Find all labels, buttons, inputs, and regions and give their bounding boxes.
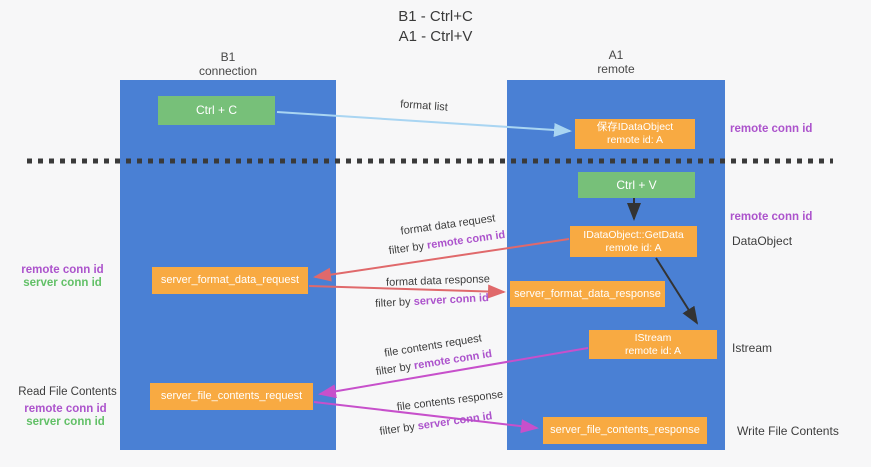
ctrl-v-node: Ctrl + V	[578, 172, 695, 198]
left-column-name: B1	[220, 50, 236, 64]
format-list-label: format list	[399, 98, 449, 114]
title-line-2: A1 - Ctrl+V	[398, 28, 473, 45]
format-data-response-filter-label: filter by server conn id	[375, 292, 489, 310]
server-file-contents-request-label: server_file_contents_request	[160, 390, 303, 402]
server-format-data-response-node: server_format_data_response	[510, 281, 665, 307]
diagram-title: B1 - Ctrl+C A1 - Ctrl+V	[0, 7, 871, 47]
server-conn-id-text: server conn id	[413, 292, 490, 308]
server-file-contents-response-label: server_file_contents_response	[550, 424, 700, 436]
filter-by-text: filter by	[388, 239, 428, 258]
server-format-data-request-label: server_format_data_request	[160, 274, 300, 286]
left-conn-id-block-1: remote conn id server conn id	[15, 264, 110, 290]
server-conn-id-text: server conn id	[416, 410, 494, 433]
save-dataobject-line1: 保存IDataObject	[596, 121, 674, 133]
getdata-node: IDataObject::GetData remote id: A	[570, 226, 697, 257]
format-data-response-label: format data response	[385, 273, 491, 289]
ctrl-v-label: Ctrl + V	[616, 177, 657, 192]
server-file-contents-response-node: server_file_contents_response	[543, 417, 707, 444]
ctrl-c-label: Ctrl + C	[195, 103, 237, 117]
right-column-subtitle: remote	[597, 62, 635, 76]
left-column-subtitle: connection	[198, 64, 258, 78]
save-dataobject-line2: remote id: A	[606, 134, 664, 146]
left-column-header: B1 connection	[120, 50, 336, 78]
left-server-conn-id-2: server conn id	[26, 416, 105, 428]
filter-by-text: filter by	[378, 420, 419, 438]
right-remote-conn-id-top-label: remote conn id	[730, 123, 813, 135]
ctrl-c-node: Ctrl + C	[158, 96, 275, 125]
filter-by-text: filter by	[374, 295, 414, 310]
save-dataobject-node: 保存IDataObject remote id: A	[575, 119, 695, 149]
istream-node: IStream remote id: A	[589, 330, 717, 359]
title-line-1: B1 - Ctrl+C	[398, 8, 473, 25]
right-column-header: A1 remote	[507, 48, 725, 76]
file-contents-response-filter-label: filter by server conn id	[379, 410, 493, 438]
left-remote-conn-id-1: remote conn id	[21, 264, 104, 276]
filter-by-text: filter by	[375, 360, 416, 379]
left-conn-id-block-2: remote conn id server conn id	[18, 403, 113, 429]
right-remote-conn-id-mid-label: remote conn id	[730, 211, 813, 223]
write-file-contents-label: Write File Contents	[737, 424, 839, 438]
server-format-data-request-node: server_format_data_request	[152, 267, 308, 294]
dataobject-label: DataObject	[732, 234, 793, 248]
server-file-contents-request-node: server_file_contents_request	[150, 383, 313, 410]
getdata-line2: remote id: A	[605, 241, 662, 254]
left-server-conn-id-1: server conn id	[23, 277, 102, 289]
getdata-line1: IDataObject::GetData	[583, 228, 684, 241]
istream-line1: IStream	[634, 331, 672, 344]
server-format-data-response-label: server_format_data_response	[514, 287, 661, 300]
read-file-contents-label: Read File Contents	[18, 386, 117, 398]
istream-line2: remote id: A	[624, 344, 682, 357]
left-remote-conn-id-2: remote conn id	[24, 403, 107, 415]
right-column-name: A1	[608, 48, 624, 62]
istream-side-label: Istream	[732, 341, 773, 355]
